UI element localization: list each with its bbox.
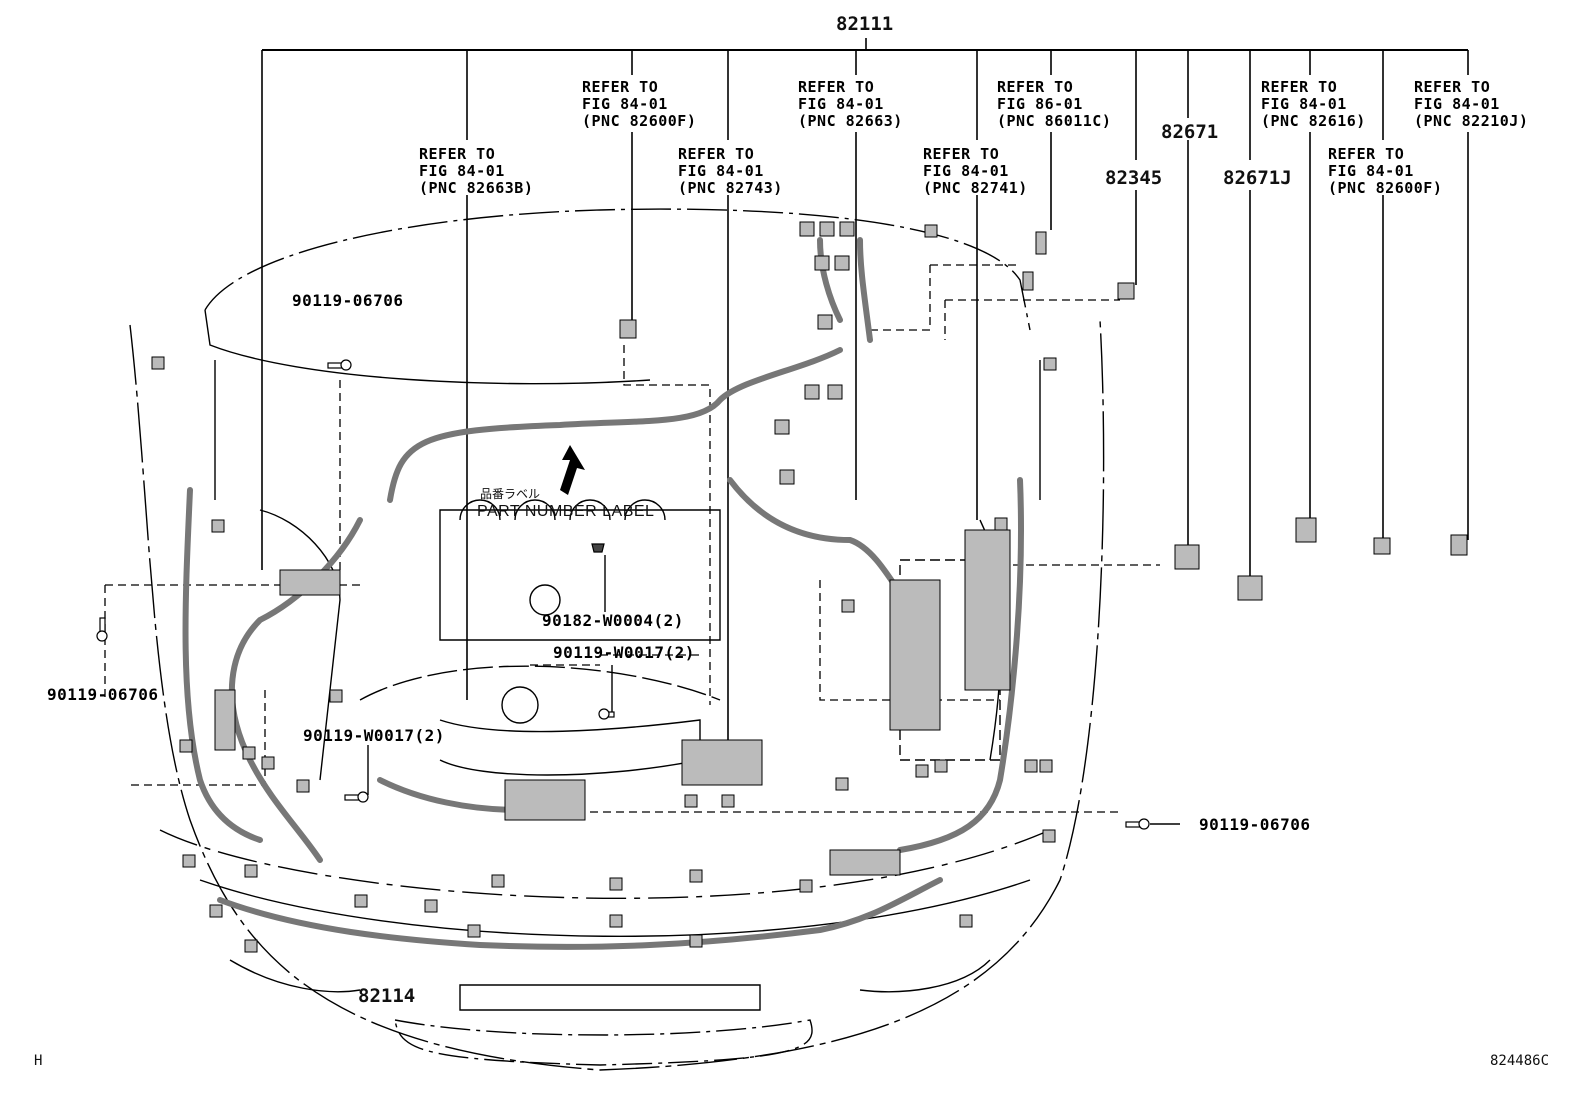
refer-callout: REFER TO FIG 84-01 (PNC 82210J) (1414, 79, 1528, 130)
refer-line: REFER TO (1414, 78, 1491, 96)
refer-pnc: (PNC 82616) (1261, 112, 1366, 130)
refer-fig: FIG 84-01 (678, 162, 764, 180)
refer-callout: REFER TO FIG 84-01 (PNC 82600F) (1328, 146, 1442, 197)
refer-line: REFER TO (1261, 78, 1338, 96)
refer-fig: FIG 84-01 (1328, 162, 1414, 180)
refer-fig: FIG 86-01 (997, 95, 1083, 113)
connector (151, 356, 165, 370)
bolt-label-left: 90119-06706 (47, 685, 159, 704)
bolt-label-center: 90119-W0017(2) (553, 643, 695, 662)
refer-fig: FIG 84-01 (419, 162, 505, 180)
part-82114: 82114 (358, 985, 416, 1007)
refer-pnc: (PNC 82743) (678, 179, 783, 197)
refer-callout: REFER TO FIG 84-01 (PNC 82663B) (419, 146, 533, 197)
main-part-number: 82111 (836, 13, 894, 35)
part-82671: 82671 (1161, 121, 1219, 143)
refer-fig: FIG 84-01 (1261, 95, 1347, 113)
clip-label-center: 90182-W0004(2) (542, 611, 684, 630)
refer-fig: FIG 84-01 (923, 162, 1009, 180)
refer-pnc: (PNC 82741) (923, 179, 1028, 197)
refer-pnc: (PNC 82663) (798, 112, 903, 130)
part-number-label: PART NUMBER LABEL (477, 503, 655, 520)
bolt-label-top: 90119-06706 (292, 291, 404, 310)
engine-block (439, 509, 721, 641)
refer-fig: FIG 84-01 (582, 95, 668, 113)
wire-harness-82111 (387, 347, 843, 503)
refer-pnc: (PNC 86011C) (997, 112, 1112, 130)
wire-harness-82114 (217, 877, 943, 950)
refer-pnc: (PNC 82210J) (1414, 112, 1529, 130)
arrow-icon (560, 445, 585, 495)
refer-line: REFER TO (1328, 145, 1405, 163)
part-82345: 82345 (1105, 167, 1163, 189)
part-number-label-jp: 品番ラベル (480, 487, 541, 501)
corner-mark: H (34, 1053, 43, 1069)
refer-pnc: (PNC 82600F) (1328, 179, 1443, 197)
refer-line: REFER TO (798, 78, 875, 96)
refer-line: REFER TO (678, 145, 755, 163)
figure-code: 824486C (1490, 1053, 1550, 1069)
refer-pnc: (PNC 82663B) (419, 179, 534, 197)
refer-fig: FIG 84-01 (798, 95, 884, 113)
bolt-icon (327, 359, 352, 371)
refer-fig: FIG 84-01 (1414, 95, 1500, 113)
refer-line: REFER TO (997, 78, 1074, 96)
refer-callout: REFER TO FIG 84-01 (PNC 82600F) (582, 79, 696, 130)
bolt-label-left2: 90119-W0017(2) (303, 726, 445, 745)
refer-callout: REFER TO FIG 86-01 (PNC 86011C) (997, 79, 1111, 130)
refer-pnc: (PNC 82600F) (582, 112, 697, 130)
part-82671j: 82671J (1223, 167, 1292, 189)
refer-line: REFER TO (582, 78, 659, 96)
bolt-label-right: 90119-06706 (1199, 815, 1311, 834)
grille-outline (459, 984, 761, 1011)
bumper-lower (394, 1019, 813, 1066)
refer-callout: REFER TO FIG 84-01 (PNC 82743) (678, 146, 783, 197)
refer-callout: REFER TO FIG 84-01 (PNC 82616) (1261, 79, 1366, 130)
refer-callout: REFER TO FIG 84-01 (PNC 82663) (798, 79, 903, 130)
refer-line: REFER TO (419, 145, 496, 163)
refer-line: REFER TO (923, 145, 1000, 163)
hood-outline (204, 208, 1031, 331)
refer-callout: REFER TO FIG 84-01 (PNC 82741) (923, 146, 1028, 197)
